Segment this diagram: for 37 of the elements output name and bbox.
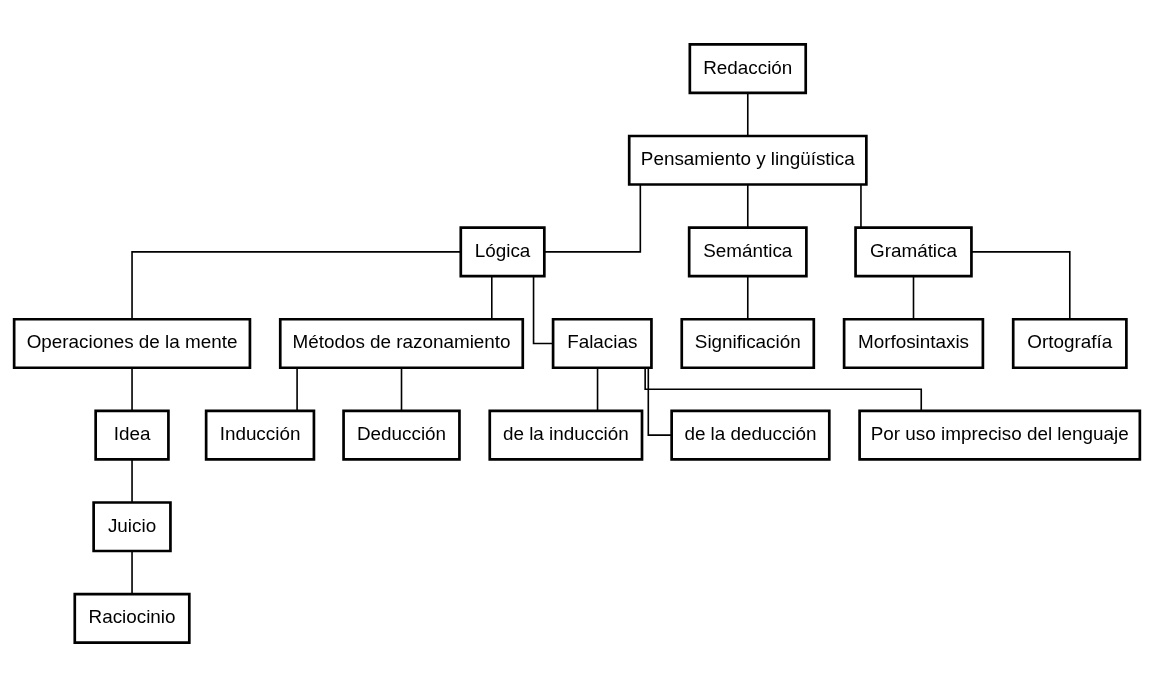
node-box: Ortografía: [1011, 317, 1128, 369]
connector: [596, 366, 599, 411]
connector: [644, 366, 923, 411]
connector: [131, 366, 133, 411]
node-box: Semántica: [687, 225, 808, 277]
node-box: Idea: [94, 409, 170, 461]
node-box: Juicio: [92, 500, 172, 552]
node-box: Pensamiento y lingüística: [627, 134, 868, 186]
connector: [647, 366, 673, 436]
connector: [912, 275, 915, 320]
connector: [490, 275, 493, 320]
node-box: Métodos de razonamiento: [278, 317, 525, 369]
node-box: Operaciones de la mente: [12, 317, 252, 369]
connector: [970, 250, 1071, 320]
node-box: Por uso impreciso del lenguaje: [858, 409, 1142, 461]
connector: [400, 366, 403, 411]
node-box: Deducción: [342, 409, 461, 461]
node-box: Significación: [680, 317, 816, 369]
connector: [543, 183, 642, 253]
connector: [131, 250, 462, 320]
connector: [296, 366, 298, 411]
connector: [532, 275, 554, 344]
node-box: Raciocinio: [73, 592, 191, 644]
connector: [131, 550, 133, 595]
node-box: Redacción: [688, 42, 808, 94]
node-box: Morfosintaxis: [842, 317, 985, 369]
node-box: Falacias: [551, 317, 653, 369]
connector: [860, 183, 862, 228]
node-box: Gramática: [854, 225, 973, 277]
node-box: Inducción: [204, 409, 316, 461]
connector: [746, 91, 749, 136]
node-box: de la inducción: [488, 409, 644, 461]
node-box: de la deducción: [670, 409, 831, 461]
connector: [746, 275, 749, 320]
node-box: Lógica: [459, 225, 546, 277]
connector: [746, 183, 749, 228]
connector: [131, 458, 133, 503]
